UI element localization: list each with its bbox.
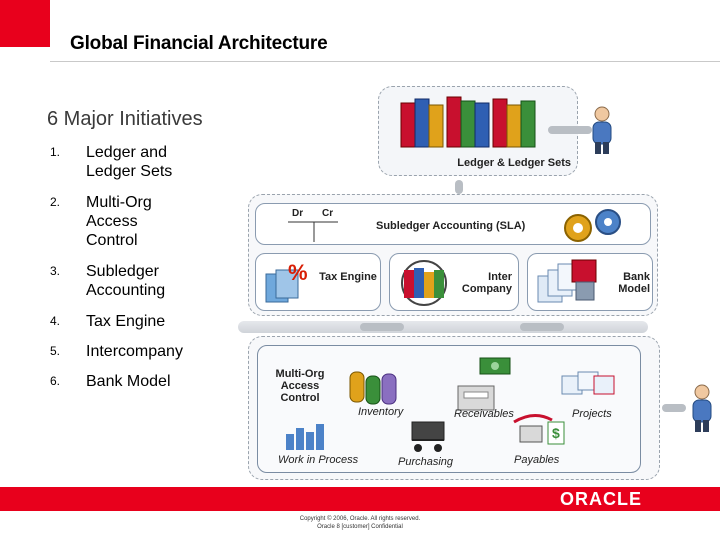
t-account-icon [288, 221, 338, 242]
list-text: Bank Model [86, 373, 171, 390]
confidential-text: Oracle 8 [customer] Confidential [317, 524, 403, 530]
arrow-connector [455, 180, 463, 194]
bank-docs-icon [537, 259, 597, 303]
footer-copyright: Copyright © 2006, Oracle. All rights res… [230, 515, 490, 531]
intercompany-label: Inter Company [461, 271, 512, 295]
sla-box: Dr Cr Subledger Accounting (SLA) [255, 203, 651, 245]
initiatives-heading: 6 Major Initiatives [47, 108, 203, 130]
inventory-label: Inventory [358, 406, 404, 418]
credit-label: Cr [322, 208, 334, 219]
work-in-process-icon [286, 424, 324, 450]
user-icon [592, 106, 612, 154]
money-icon [479, 357, 511, 375]
bank-label: Bank Model [618, 271, 650, 295]
moac-panel: Multi-Org Access Control Inventory Recei… [248, 336, 660, 480]
brand-red-square [0, 0, 50, 47]
list-number: 3. [50, 264, 61, 278]
receivables-icon [457, 385, 495, 411]
inventory-icon [349, 371, 397, 405]
sla-panel: Dr Cr Subledger Accounting (SLA) % Tax E… [248, 194, 658, 316]
list-number: 6. [50, 374, 61, 388]
intercompany-icon [401, 260, 447, 306]
tax-percent-icon: % [265, 260, 308, 303]
bank-model-box: Bank Model [527, 253, 653, 311]
sla-label: Subledger Accounting (SLA) [376, 220, 526, 232]
list-text: Ledger and Ledger Sets [86, 144, 173, 180]
user-icon [692, 384, 712, 432]
projects-label: Projects [572, 408, 612, 420]
title-divider [50, 61, 720, 62]
payables-icon: $ [513, 414, 565, 445]
oracle-logo: ORACLE [560, 489, 642, 509]
arrow-connector [360, 323, 404, 331]
arrow-connector [662, 404, 686, 412]
slide-title: Global Financial Architecture [70, 33, 328, 54]
arrow-connector [548, 126, 592, 134]
tax-label: Tax Engine [319, 271, 377, 283]
debit-label: Dr [292, 208, 304, 219]
moac-label: Multi-Org Access Control [275, 368, 325, 404]
list-text: Multi-Org Access Control [86, 194, 152, 249]
receivables-label: Receivables [454, 408, 514, 420]
list-number: 1. [50, 145, 61, 159]
list-number: 5. [50, 344, 61, 358]
applications-box: Multi-Org Access Control Inventory Recei… [257, 345, 641, 473]
purchasing-label: Purchasing [398, 456, 454, 468]
list-text: Subledger Accounting [86, 263, 166, 299]
intercompany-box: Inter Company [389, 253, 519, 311]
shopping-cart-icon [411, 421, 445, 452]
ledger-label: Ledger & Ledger Sets [457, 157, 571, 169]
list-number: 2. [50, 195, 61, 209]
payables-label: Payables [514, 454, 560, 466]
ledger-panel: Ledger & Ledger Sets [378, 86, 578, 176]
footer-bar [0, 487, 720, 511]
connector-strip [238, 321, 648, 333]
ledger-books-icon [400, 96, 536, 148]
arrow-connector [520, 323, 564, 331]
svg-text:%: % [288, 260, 308, 285]
list-number: 4. [50, 314, 61, 328]
tax-engine-box: % Tax Engine [255, 253, 381, 311]
copyright-text: Copyright © 2006, Oracle. All rights res… [299, 516, 421, 522]
list-text: Intercompany [86, 343, 183, 360]
svg-text:$: $ [552, 425, 560, 441]
wip-label: Work in Process [278, 454, 359, 466]
projects-icon [561, 371, 615, 395]
gears-icon [564, 209, 621, 242]
list-text: Tax Engine [86, 313, 166, 330]
